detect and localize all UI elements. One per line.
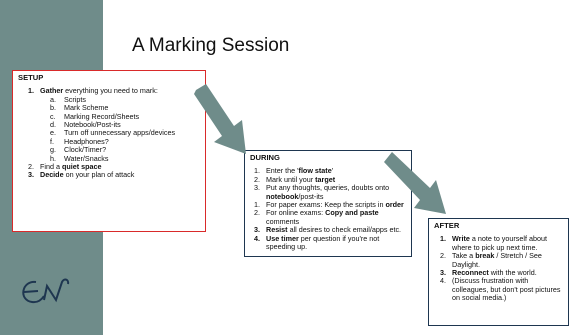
item-number: 1.: [254, 200, 260, 210]
item-text: everything you need to mark:: [63, 86, 158, 96]
during-item: 3. Resist all desires to check email/apps…: [254, 225, 406, 235]
setup-item: 1. Gather everything you need to mark:: [28, 86, 200, 96]
during-item: 4. Use timer per question if you're not s…: [254, 233, 406, 252]
after-item: 1. Write a note to yourself about where t…: [440, 235, 563, 252]
item-number: 4.: [440, 276, 446, 286]
item-number: 3.: [254, 183, 260, 193]
item-text: Mark until your: [266, 174, 316, 184]
during-heading: DURING: [250, 153, 280, 162]
item-text: (Discuss frustration with colleagues, bu…: [452, 276, 561, 303]
subitem-letter: f.: [50, 136, 54, 146]
after-item: 2. Take a break / Stretch / See Daylight.: [440, 251, 563, 269]
subitem-text: Marking Record/Sheets: [64, 111, 140, 121]
item-text: /post-its: [298, 191, 324, 201]
setup-subitem: g. Clock/Timer?: [28, 145, 200, 155]
subitem-text: Turn off unnecessary apps/devices: [64, 128, 176, 138]
item-bold: Copy and paste: [325, 208, 379, 218]
item-text: a note to yourself about where to pick u…: [452, 234, 547, 252]
item-number: 2.: [28, 162, 34, 172]
subitem-letter: e.: [50, 128, 56, 138]
item-bold: Write: [452, 234, 470, 244]
item-bold: break: [475, 251, 495, 261]
item-number: 1.: [254, 166, 260, 176]
page-title: A Marking Session: [132, 35, 290, 56]
item-text: For online exams:: [266, 208, 326, 218]
subitem-letter: h.: [50, 153, 56, 163]
item-text: For paper exams: Keep the scripts in: [266, 200, 386, 210]
item-number: 3.: [254, 225, 260, 235]
arrow-icon: [194, 84, 246, 154]
subitem-letter: c.: [50, 111, 56, 121]
item-number: 1.: [440, 234, 446, 244]
subitem-letter: g.: [50, 145, 56, 155]
item-number: 1.: [28, 86, 34, 96]
setup-subitem: h. Water/Snacks: [28, 153, 200, 163]
item-bold: Reconnect: [452, 268, 489, 278]
during-item: 1. For paper exams: Keep the scripts in o…: [254, 200, 406, 210]
setup-subitem: b. Mark Scheme: [28, 103, 200, 113]
item-text: all desires to check email/apps etc.: [287, 225, 402, 235]
item-number: 2.: [254, 208, 260, 218]
item-number: 3.: [28, 170, 34, 180]
subitem-text: Clock/Timer?: [64, 145, 107, 155]
item-bold: target: [315, 174, 336, 184]
subitem-text: Headphones?: [64, 136, 109, 146]
subitem-letter: d.: [50, 120, 56, 130]
after-item: 4. (Discuss frustration with colleagues, …: [440, 277, 563, 302]
logo-icon: [22, 278, 70, 304]
during-item: 2. For online exams: Copy and paste comme…: [254, 209, 406, 226]
item-text: comments: [266, 216, 300, 226]
subitem-text: Water/Snacks: [64, 153, 109, 163]
item-bold: quiet space: [61, 162, 102, 172]
setup-box: SETUP 1. Gather everything you need to m…: [12, 70, 206, 232]
during-box: DURING 1. Enter the 'flow state' 2. Mark u…: [244, 150, 412, 257]
setup-subitem: f. Headphones?: [28, 136, 200, 146]
item-bold: Resist: [266, 225, 288, 235]
after-item: 3. Reconnect with the world.: [440, 268, 563, 278]
item-bold: notebook: [266, 191, 299, 201]
subitem-text: Mark Scheme: [64, 103, 109, 113]
item-text: with the world.: [488, 268, 537, 278]
item-bold: flow state: [298, 166, 332, 176]
subitem-letter: a.: [50, 94, 56, 104]
item-bold: Use timer: [266, 233, 299, 243]
during-item: 1. Enter the 'flow state': [254, 166, 406, 176]
during-item: 3. Put any thoughts, queries, doubts onto…: [254, 184, 406, 201]
setup-heading: SETUP: [18, 73, 44, 82]
item-number: 3.: [440, 268, 446, 278]
item-text: Take a: [452, 251, 476, 261]
subitem-letter: b.: [50, 103, 56, 113]
item-text: per question if you're not speeding up.: [266, 233, 380, 252]
item-text: Put any thoughts, queries, doubts onto: [266, 183, 390, 193]
after-box: AFTER 1. Write a note to yourself about w…: [428, 218, 569, 326]
item-bold: Gather: [40, 86, 64, 96]
after-heading: AFTER: [434, 221, 460, 230]
item-bold: order: [385, 200, 404, 210]
item-number: 2.: [440, 251, 446, 261]
setup-item: 2. Find a quiet space: [28, 162, 200, 172]
item-text: on your plan of attack: [63, 170, 135, 180]
item-text: Find a: [40, 162, 62, 172]
setup-subitem: d. Notebook/Post-its: [28, 120, 200, 130]
item-text: ': [331, 166, 334, 176]
item-text: Enter the ': [266, 166, 299, 176]
item-text: / Stretch / See Daylight.: [452, 251, 542, 269]
setup-subitem: c. Marking Record/Sheets: [28, 111, 200, 121]
setup-subitem: e. Turn off unnecessary apps/devices: [28, 128, 200, 138]
subitem-text: Notebook/Post-its: [64, 120, 121, 130]
arrow-icon: [384, 152, 446, 214]
item-bold: Decide: [40, 170, 64, 180]
item-number: 2.: [254, 174, 260, 184]
during-item: 2. Mark until your target: [254, 174, 406, 184]
setup-item: 3. Decide on your plan of attack: [28, 170, 200, 180]
subitem-text: Scripts: [64, 94, 86, 104]
item-number: 4.: [254, 233, 260, 243]
setup-subitem: a. Scripts: [28, 94, 200, 104]
